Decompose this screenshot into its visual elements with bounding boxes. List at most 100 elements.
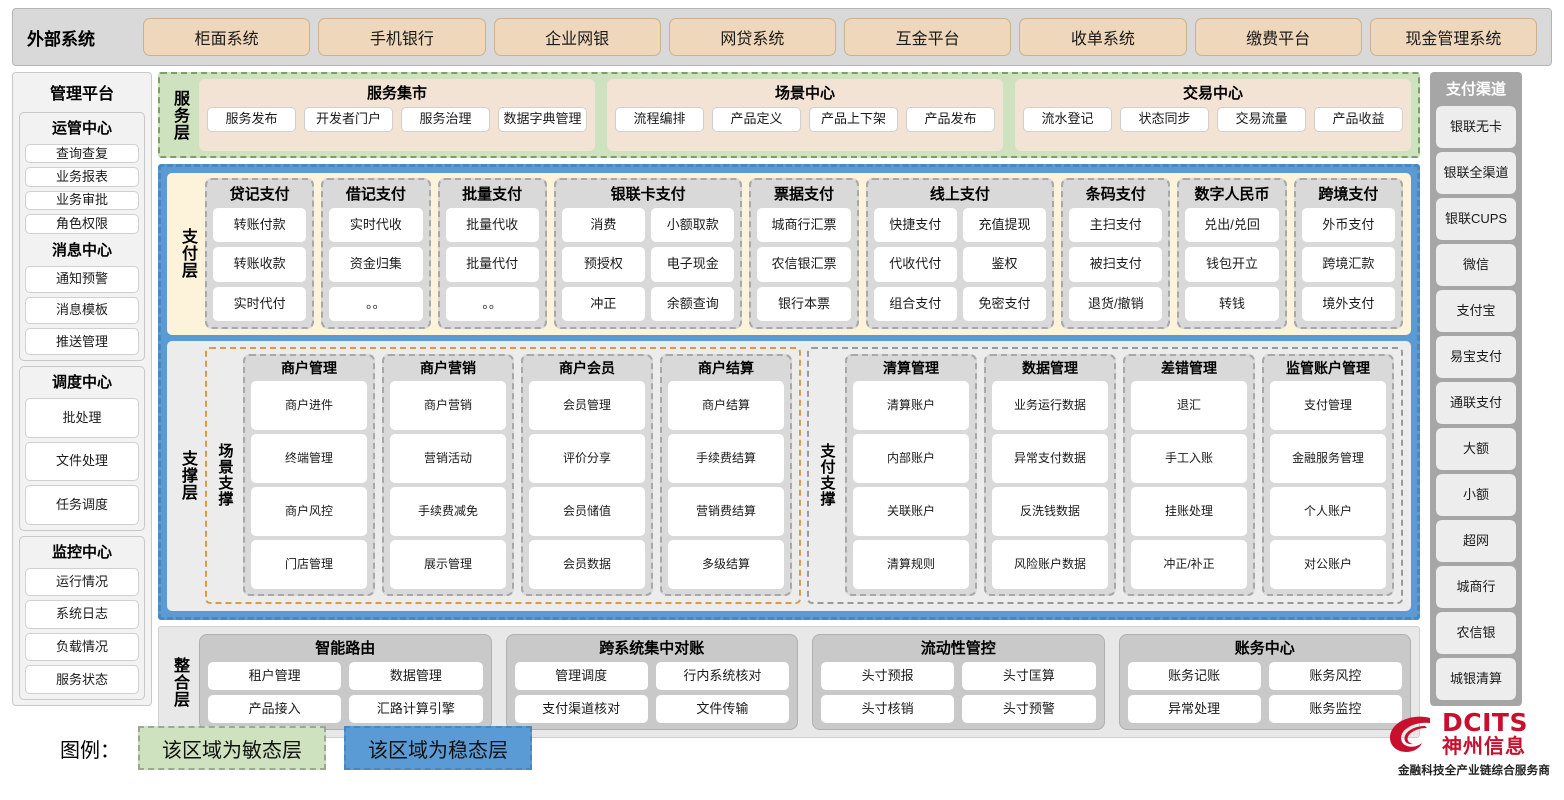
management-item[interactable]: 系统日志 xyxy=(25,600,139,629)
support-item[interactable]: 营销费结算 xyxy=(668,487,784,536)
external-system-chip[interactable]: 柜面系统 xyxy=(143,18,311,56)
management-item[interactable]: 消息模板 xyxy=(25,296,139,325)
external-system-chip[interactable]: 网贷系统 xyxy=(668,18,836,56)
payment-channel-item[interactable]: 大额 xyxy=(1436,428,1516,470)
support-item[interactable]: 手工入账 xyxy=(1131,434,1247,483)
integration-item[interactable]: 租户管理 xyxy=(208,662,342,690)
service-item[interactable]: 开发者门户 xyxy=(304,107,393,132)
management-item[interactable]: 业务报表 xyxy=(25,167,139,187)
support-item[interactable]: 评价分享 xyxy=(529,434,645,483)
payment-item[interactable]: 实时代付 xyxy=(213,286,307,321)
support-item[interactable]: 业务运行数据 xyxy=(992,381,1108,430)
management-item[interactable]: 角色权限 xyxy=(25,214,139,234)
integration-item[interactable]: 账务监控 xyxy=(1268,695,1402,723)
payment-item[interactable]: 银行本票 xyxy=(757,286,851,321)
external-system-chip[interactable]: 收单系统 xyxy=(1019,18,1187,56)
support-item[interactable]: 门店管理 xyxy=(251,540,367,589)
payment-item[interactable]: 批量代付 xyxy=(445,247,539,282)
support-item[interactable]: 手续费减免 xyxy=(390,487,506,536)
service-item[interactable]: 交易流量 xyxy=(1217,107,1306,132)
payment-item[interactable]: 批量代收 xyxy=(445,208,539,243)
payment-item[interactable]: 预授权 xyxy=(561,247,646,282)
support-item[interactable]: 金融服务管理 xyxy=(1270,434,1386,483)
payment-item[interactable]: 鉴权 xyxy=(962,247,1047,282)
payment-item[interactable]: 电子现金 xyxy=(651,247,735,282)
service-item[interactable]: 产品收益 xyxy=(1314,107,1403,132)
support-item[interactable]: 支付管理 xyxy=(1270,381,1386,430)
payment-item[interactable]: 快捷支付 xyxy=(873,208,957,243)
support-item[interactable]: 手续费结算 xyxy=(668,434,784,483)
integration-item[interactable]: 支付渠道核对 xyxy=(514,695,648,723)
service-item[interactable]: 服务治理 xyxy=(401,107,490,132)
management-item[interactable]: 批处理 xyxy=(25,398,139,438)
payment-item[interactable]: 农信银汇票 xyxy=(757,247,851,282)
external-system-chip[interactable]: 缴费平台 xyxy=(1194,18,1362,56)
support-item[interactable]: 清算规则 xyxy=(853,540,969,589)
support-item[interactable]: 内部账户 xyxy=(853,434,969,483)
payment-item[interactable]: 兑出/兑回 xyxy=(1185,208,1279,243)
support-item[interactable]: 会员数据 xyxy=(529,540,645,589)
support-item[interactable]: 关联账户 xyxy=(853,487,969,536)
management-item[interactable]: 查询查复 xyxy=(25,144,139,164)
service-item[interactable]: 产品定义 xyxy=(712,107,801,132)
payment-item[interactable]: 退货/撤销 xyxy=(1069,286,1163,321)
integration-item[interactable]: 数据管理 xyxy=(349,662,483,690)
payment-item[interactable]: 。。 xyxy=(445,286,539,321)
integration-item[interactable]: 行内系统核对 xyxy=(655,662,789,690)
integration-item[interactable]: 账务风控 xyxy=(1268,662,1402,690)
payment-item[interactable]: 小额取款 xyxy=(651,208,735,243)
service-item[interactable]: 状态同步 xyxy=(1120,107,1209,132)
integration-item[interactable]: 异常处理 xyxy=(1127,695,1261,723)
external-system-chip[interactable]: 现金管理系统 xyxy=(1369,18,1537,56)
support-item[interactable]: 会员管理 xyxy=(529,381,645,430)
external-system-chip[interactable]: 手机银行 xyxy=(318,18,486,56)
payment-item[interactable]: 被扫支付 xyxy=(1069,247,1163,282)
payment-item[interactable]: 跨境汇款 xyxy=(1301,247,1395,282)
management-item[interactable]: 通知预警 xyxy=(25,265,139,293)
external-system-chip[interactable]: 企业网银 xyxy=(493,18,661,56)
support-item[interactable]: 挂账处理 xyxy=(1131,487,1247,536)
service-item[interactable]: 数据字典管理 xyxy=(498,107,587,132)
support-item[interactable]: 对公账户 xyxy=(1270,540,1386,589)
payment-item[interactable]: 转账付款 xyxy=(213,208,307,243)
payment-item[interactable]: 外币支付 xyxy=(1301,208,1395,243)
payment-channel-item[interactable]: 超网 xyxy=(1436,520,1516,562)
support-item[interactable]: 退汇 xyxy=(1131,381,1247,430)
payment-channel-item[interactable]: 小额 xyxy=(1436,474,1516,516)
support-item[interactable]: 个人账户 xyxy=(1270,487,1386,536)
service-item[interactable]: 产品上下架 xyxy=(809,107,898,132)
integration-item[interactable]: 管理调度 xyxy=(514,662,648,690)
payment-item[interactable]: 冲正 xyxy=(561,286,646,321)
integration-item[interactable]: 头寸预警 xyxy=(962,695,1096,723)
support-item[interactable]: 多级结算 xyxy=(668,540,784,589)
integration-item[interactable]: 头寸匡算 xyxy=(962,662,1096,690)
support-item[interactable]: 展示管理 xyxy=(390,540,506,589)
payment-channel-item[interactable]: 城银清算 xyxy=(1436,658,1516,700)
support-item[interactable]: 冲正/补正 xyxy=(1131,540,1247,589)
payment-item[interactable]: 。。 xyxy=(329,286,423,321)
payment-channel-item[interactable]: 易宝支付 xyxy=(1436,336,1516,378)
integration-item[interactable]: 账务记账 xyxy=(1127,662,1261,690)
payment-item[interactable]: 钱包开立 xyxy=(1185,247,1279,282)
service-item[interactable]: 产品发布 xyxy=(906,107,995,132)
management-item[interactable]: 推送管理 xyxy=(25,328,139,356)
payment-item[interactable]: 组合支付 xyxy=(873,286,957,321)
support-item[interactable]: 异常支付数据 xyxy=(992,434,1108,483)
payment-channel-item[interactable]: 城商行 xyxy=(1436,566,1516,608)
support-item[interactable]: 风险账户数据 xyxy=(992,540,1108,589)
payment-item[interactable]: 代收代付 xyxy=(873,247,957,282)
management-item[interactable]: 任务调度 xyxy=(25,485,139,525)
payment-channel-item[interactable]: 银联全渠道 xyxy=(1436,152,1516,194)
management-item[interactable]: 文件处理 xyxy=(25,441,139,482)
support-item[interactable]: 营销活动 xyxy=(390,434,506,483)
payment-channel-item[interactable]: 微信 xyxy=(1436,244,1516,286)
support-item[interactable]: 商户结算 xyxy=(668,381,784,430)
payment-channel-item[interactable]: 银联CUPS xyxy=(1436,198,1516,240)
management-item[interactable]: 业务审批 xyxy=(25,190,139,211)
payment-item[interactable]: 主扫支付 xyxy=(1069,208,1163,243)
support-item[interactable]: 会员储值 xyxy=(529,487,645,536)
integration-item[interactable]: 产品接入 xyxy=(208,695,342,723)
payment-channel-item[interactable]: 农信银 xyxy=(1436,612,1516,654)
service-item[interactable]: 流水登记 xyxy=(1023,107,1112,132)
payment-item[interactable]: 充值提现 xyxy=(962,208,1047,243)
